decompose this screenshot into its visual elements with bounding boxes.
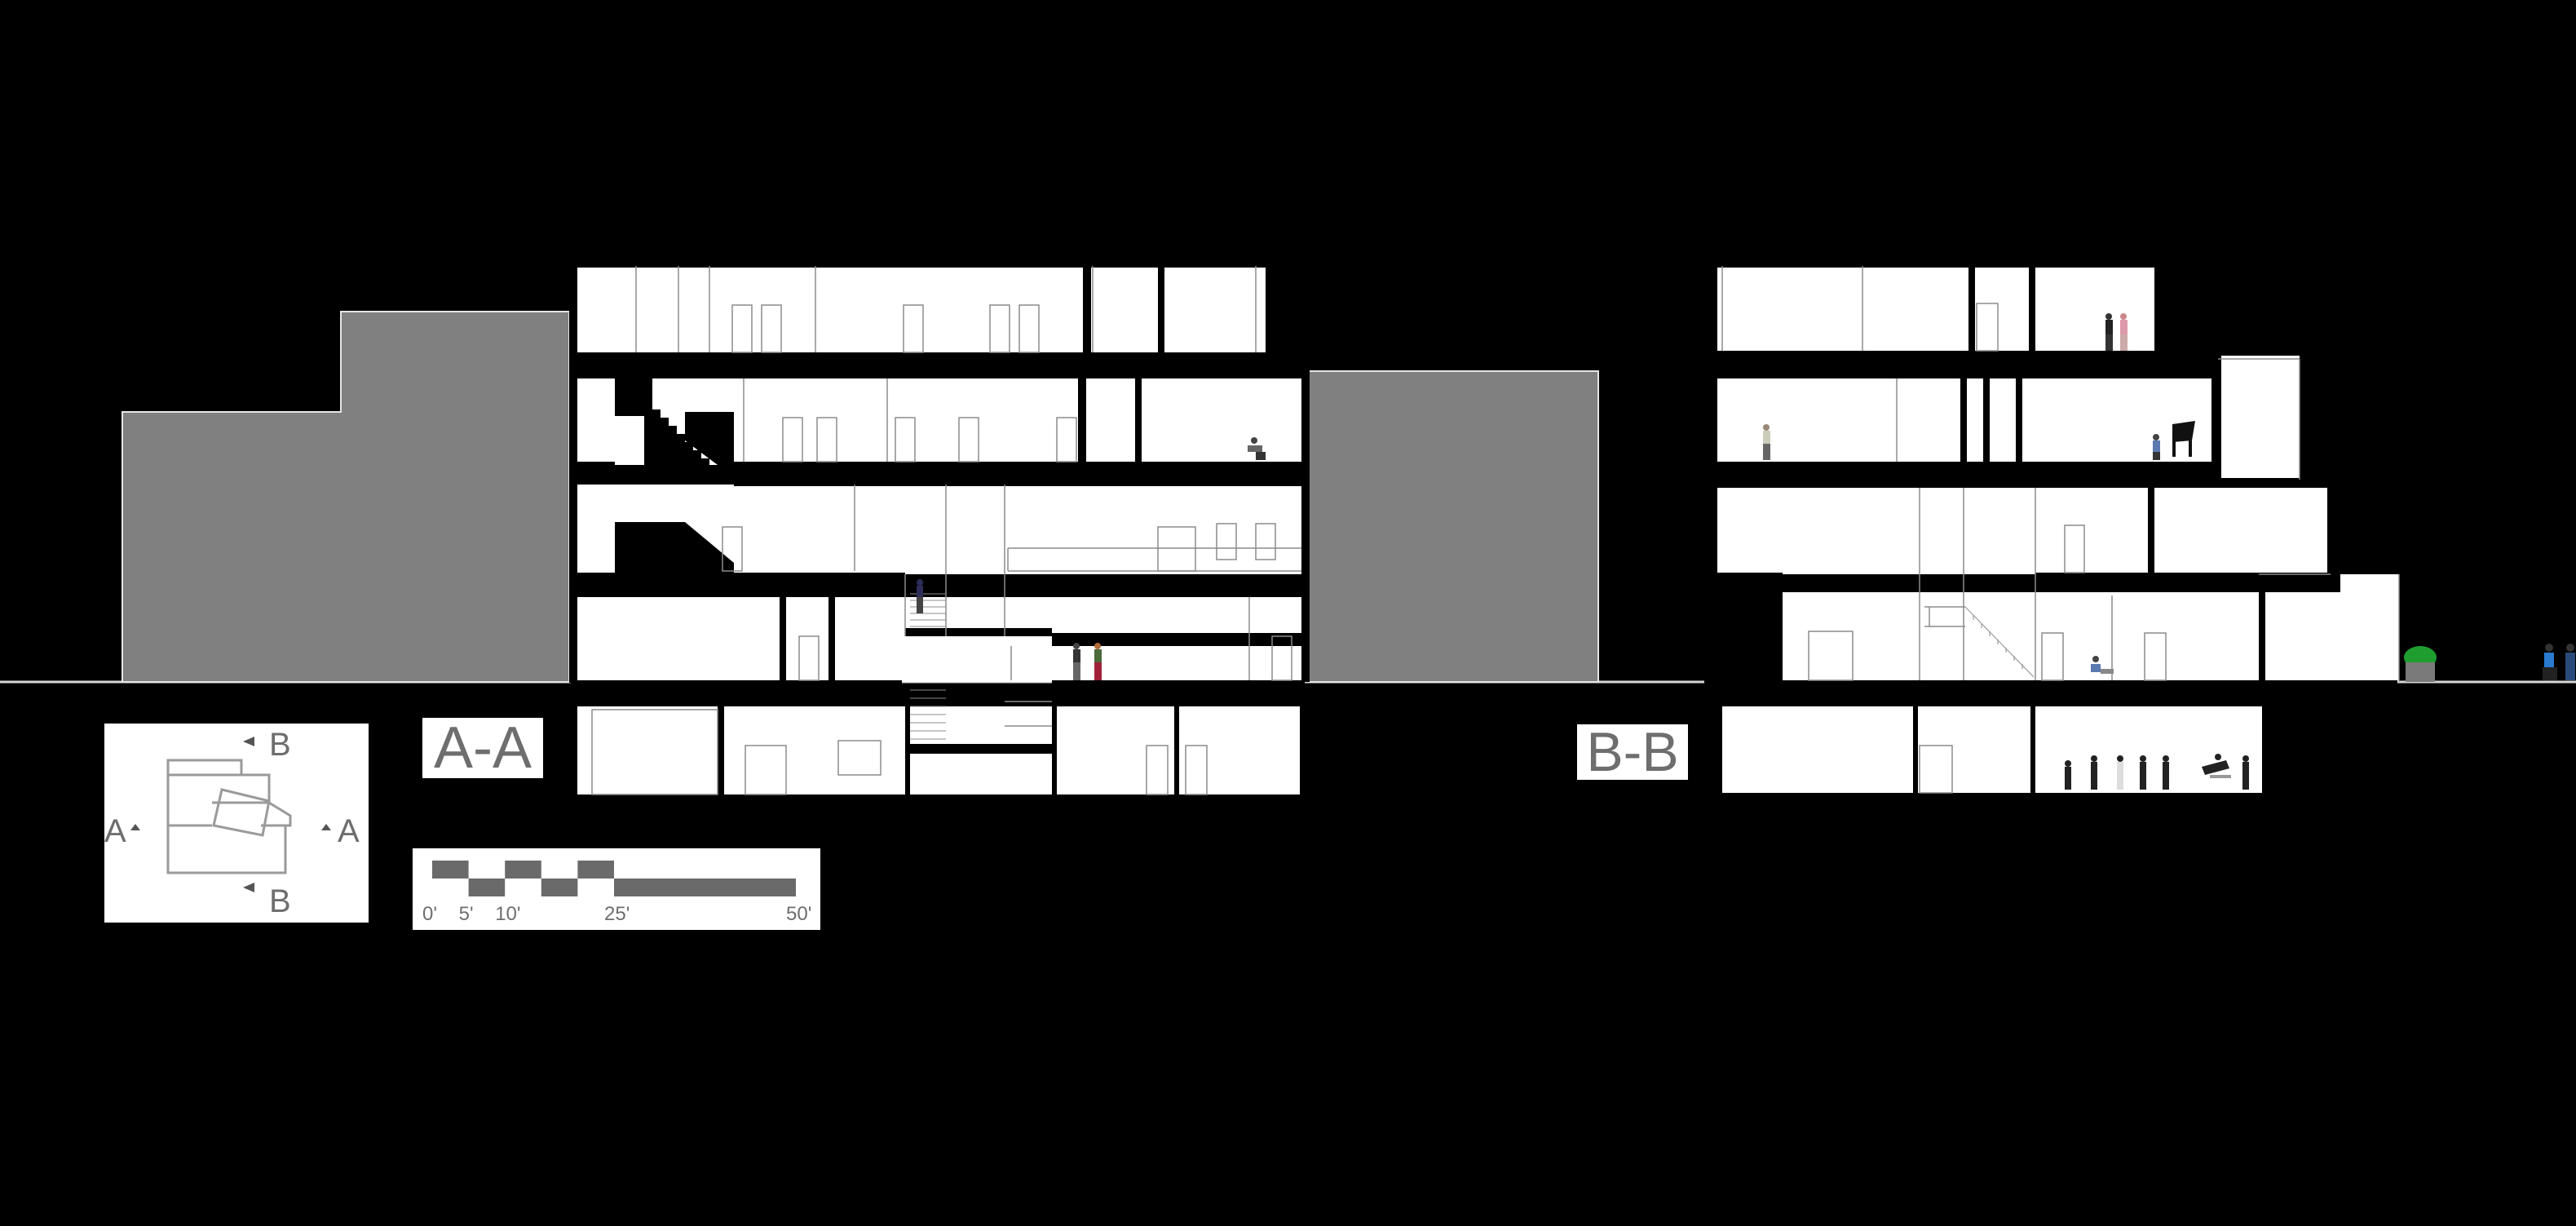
person-figure (1094, 643, 1102, 680)
section-title-b-b: B-B (1586, 721, 1679, 783)
scale-bar: 0' 5' 10' 25' 50' (413, 848, 820, 930)
aa-people (917, 437, 1266, 680)
scale-bar-segment (432, 861, 469, 879)
neighbor-building-right (1307, 370, 1599, 683)
scale-bar-segment (577, 861, 614, 879)
scale-bar-ticks: 0' 5' 10' 25' 50' (422, 903, 811, 925)
piano-icon (2172, 421, 2195, 457)
key-plan-mark-b-bottom: B (269, 883, 291, 919)
key-plan-mark-b-top: B (269, 727, 291, 763)
scale-bar-tick-label: 10' (495, 903, 520, 925)
aa-doors (591, 304, 1292, 795)
person-figure (2120, 313, 2128, 351)
person-figure (1073, 643, 1080, 680)
scale-bar-segment (468, 879, 506, 896)
aa-structure (569, 238, 1310, 796)
person-figure (917, 579, 923, 613)
section-label-b-b: B-B (1577, 724, 1688, 780)
dancers (2065, 754, 2249, 790)
person-figure (2543, 644, 2575, 680)
scale-bar-segment (541, 879, 578, 896)
bb-stair (1964, 606, 2035, 678)
scale-bar-tick-label: 0' (422, 903, 437, 925)
section-title-a-a: A-A (433, 715, 532, 781)
person-figure (1248, 437, 1266, 460)
scale-bar-tick-label: 5' (459, 903, 474, 925)
section-b-b (1704, 241, 2575, 794)
bb-doors (1808, 303, 2167, 794)
person-figure (1763, 424, 1770, 460)
person-figure (2153, 434, 2160, 460)
key-plan-mark-a-right: A (338, 813, 360, 849)
person-figure (2091, 656, 2114, 674)
scale-bar-blocks (432, 861, 796, 896)
bb-structure (1704, 241, 2397, 793)
scale-bar-segment (505, 861, 541, 879)
aa-stair-treads (910, 593, 946, 740)
key-plan: B B A A (104, 724, 369, 923)
plant-icon (2404, 646, 2437, 682)
bb-thin-lines (1721, 266, 2400, 682)
person-figure (2105, 313, 2113, 351)
bb-people (1763, 313, 2249, 790)
scale-bar-tick-label: 25' (604, 903, 630, 925)
section-a-a (122, 238, 1599, 796)
aa-stairs (644, 409, 727, 574)
key-plan-mark-a-left: A (104, 813, 126, 849)
section-label-a-a: A-A (422, 718, 543, 778)
scale-bar-segment (614, 879, 796, 896)
aa-thin-lines (635, 266, 1301, 727)
scale-bar-tick-label: 50' (786, 903, 811, 925)
